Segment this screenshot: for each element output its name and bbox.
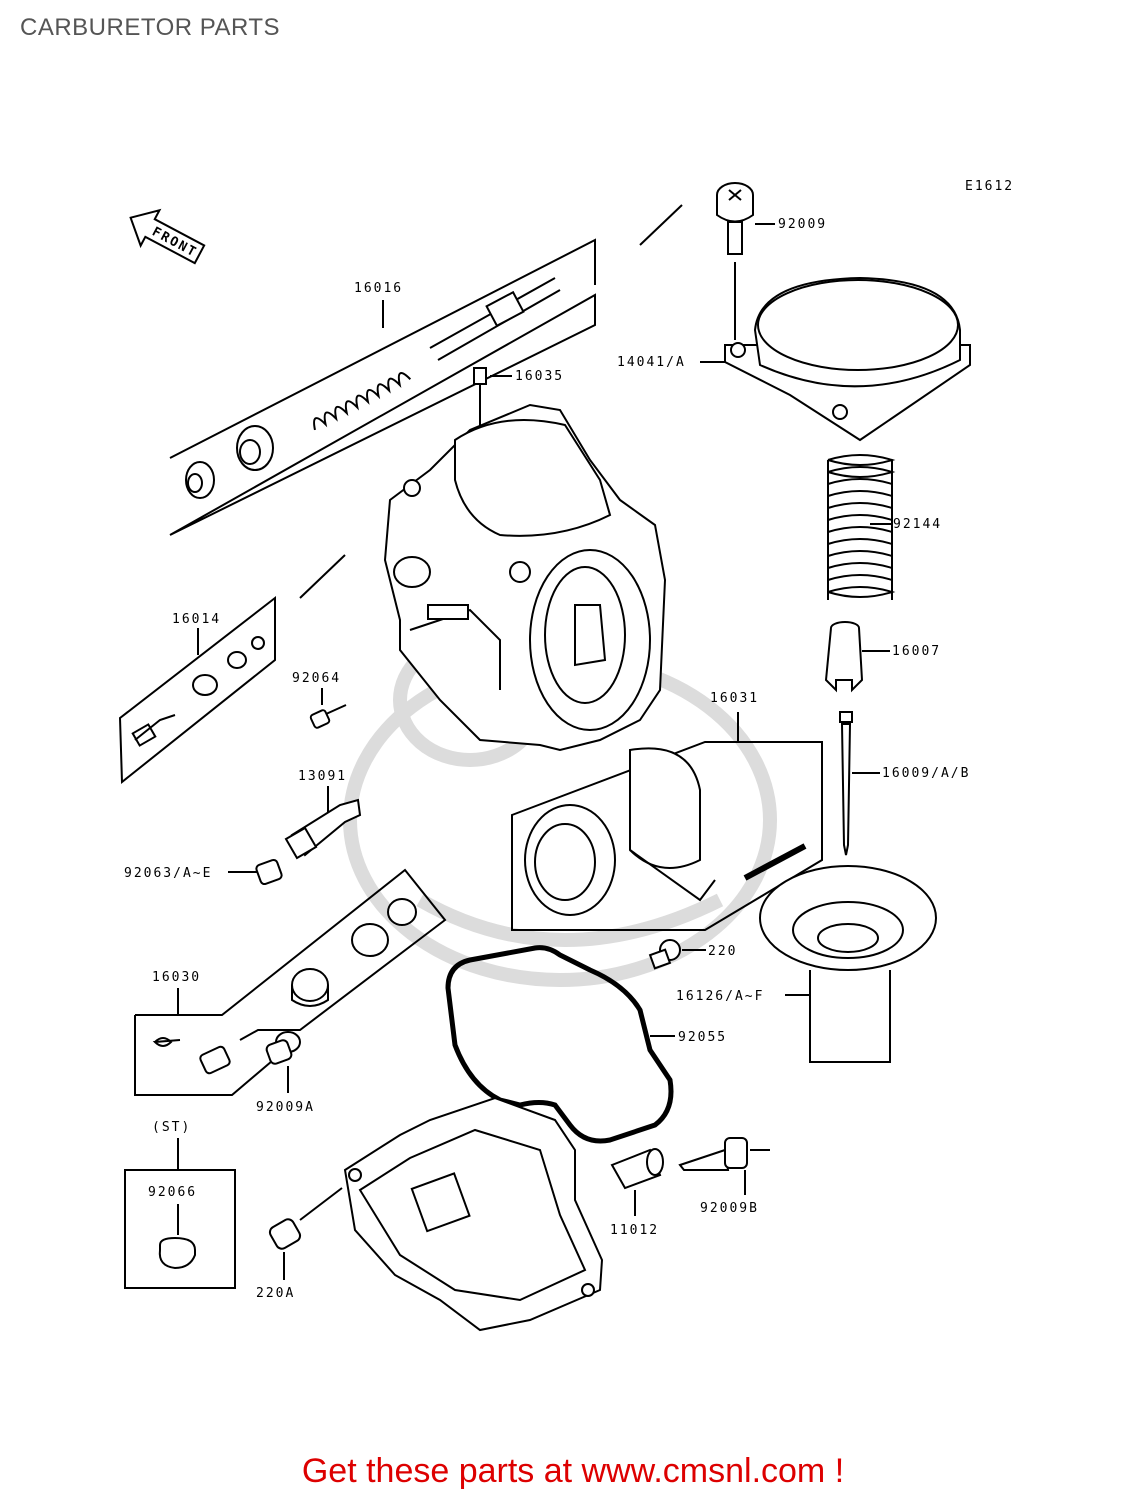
- diagram-code: E1612: [965, 179, 1014, 194]
- part-label-92055: 92055: [678, 1030, 727, 1045]
- top-cover-screw: [716, 182, 754, 340]
- part-label-16126af: 16126/A~F: [676, 989, 764, 1004]
- drain-cap-11012: [610, 1148, 664, 1216]
- part-label-92064: 92064: [292, 671, 341, 686]
- vacuum-piston: [759, 865, 937, 1063]
- part-label-16030: 16030: [152, 970, 201, 985]
- footer-shop-link[interactable]: Get these parts at www.cmsnl.com !: [301, 1452, 845, 1490]
- part-label-16016: 16016: [354, 281, 403, 296]
- part-label-92009a: 92009A: [256, 1100, 315, 1115]
- jet-needle: [839, 711, 853, 856]
- page-title: CARBURETOR PARTS: [20, 14, 281, 41]
- screw-220: [648, 939, 681, 970]
- choke-plunger-assembly: [169, 204, 683, 599]
- main-jet: [255, 858, 283, 886]
- part-label-13091: 13091: [298, 769, 347, 784]
- part-label-92066: 92066: [148, 1185, 197, 1200]
- screw-92009a: [265, 1031, 301, 1093]
- plug-cap-92066: [158, 1236, 196, 1270]
- part-label-92009b: 92009B: [700, 1201, 759, 1216]
- part-box-92066: [124, 1169, 236, 1289]
- needle-jet-holder: [284, 786, 362, 860]
- part-label-92009: 92009: [778, 217, 827, 232]
- float-valve-assembly: [134, 868, 447, 1096]
- part-label-92144: 92144: [893, 517, 942, 532]
- part-label-16035: 16035: [515, 369, 564, 384]
- plug-92064: [309, 688, 347, 729]
- carburetor-top-cover: [724, 276, 971, 442]
- throttle-valve-assembly: [511, 712, 823, 931]
- part-label-11012: 11012: [610, 1223, 659, 1238]
- part-label-16007: 16007: [892, 644, 941, 659]
- part-label-16031: 16031: [710, 691, 759, 706]
- pilot-screw-assembly: [118, 595, 276, 785]
- part-label-st: (ST): [152, 1120, 191, 1135]
- pilot-jet: [473, 367, 487, 430]
- screw-92009b: [678, 1137, 770, 1195]
- part-label-16009ab: 16009/A/B: [882, 766, 970, 781]
- part-label-92063ae: 92063/A~E: [124, 866, 212, 881]
- front-arrow-icon: FRONT: [129, 208, 206, 265]
- float-bowl-gasket: [445, 945, 674, 1144]
- carburetor-body: [383, 403, 667, 752]
- part-label-14041a: 14041/A: [617, 355, 686, 370]
- float-bowl: [343, 1096, 604, 1332]
- piston-spring: [827, 454, 896, 600]
- screw-220a: [268, 1187, 343, 1280]
- needle-holder: [824, 621, 864, 693]
- part-label-220: 220: [708, 944, 737, 959]
- part-label-220a: 220A: [256, 1286, 295, 1301]
- part-label-16014: 16014: [172, 612, 221, 627]
